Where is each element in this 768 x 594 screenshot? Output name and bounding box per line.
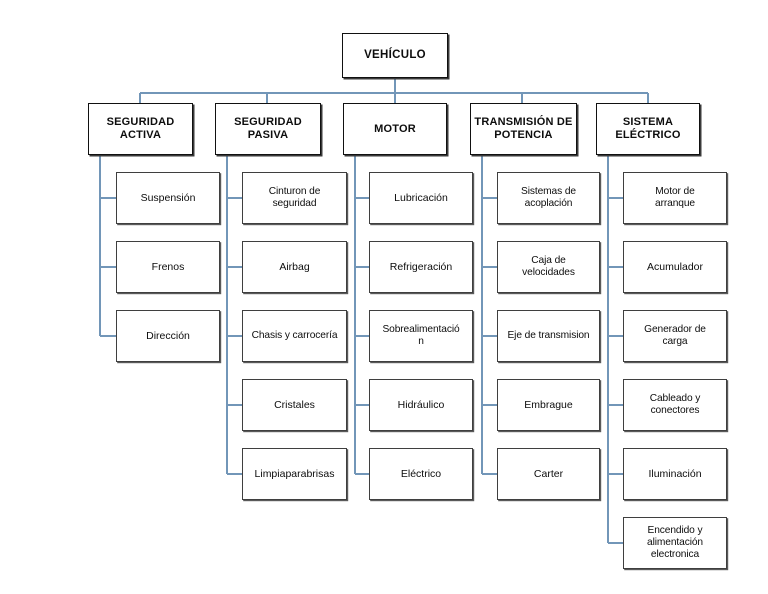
branch-node-transmision-de-potencia[interactable]: TRANSMISIÓN DE POTENCIA: [470, 103, 577, 155]
root-node-vehiculo-label: VEHÍCULO: [364, 48, 426, 61]
branch-node-motor[interactable]: MOTOR: [343, 103, 447, 155]
leaf-node-eje-de-transmision[interactable]: Eje de transmision: [497, 310, 600, 362]
leaf-node-airbag-label: Airbag: [279, 260, 310, 273]
leaf-node-acumulador-label: Acumulador: [646, 260, 704, 273]
leaf-node-cristales[interactable]: Cristales: [242, 379, 347, 431]
leaf-node-sobrealimentacio-n[interactable]: Sobrealimentació n: [369, 310, 473, 362]
leaf-node-encendido-y-alimentacion-electroni[interactable]: Encendido y alimentación electronica: [623, 517, 727, 569]
branch-node-transmision-de-potencia-label: TRANSMISIÓN DE POTENCIA: [474, 116, 573, 141]
leaf-node-electrico[interactable]: Eléctrico: [369, 448, 473, 500]
leaf-node-sistemas-de-acoplacion[interactable]: Sistemas de acoplación: [497, 172, 600, 224]
leaf-node-carter-label: Carter: [533, 467, 564, 480]
branch-node-seguridad-pasiva[interactable]: SEGURIDAD PASIVA: [215, 103, 321, 155]
leaf-node-acumulador[interactable]: Acumulador: [623, 241, 727, 293]
branch-node-seguridad-activa-label: SEGURIDAD ACTIVA: [106, 116, 175, 141]
leaf-node-motor-de-arranque-label: Motor de arranque: [655, 185, 695, 209]
leaf-node-cableado-y-conectores-label: Cableado y conectores: [649, 392, 701, 416]
leaf-node-motor-de-arranque[interactable]: Motor de arranque: [623, 172, 727, 224]
leaf-node-sobrealimentacio-n-label: Sobrealimentació n: [382, 323, 460, 347]
leaf-node-hidraulico[interactable]: Hidráulico: [369, 379, 473, 431]
leaf-node-suspension[interactable]: Suspensión: [116, 172, 220, 224]
leaf-node-iluminacion-label: Iluminación: [648, 467, 702, 480]
leaf-node-generador-de-carga[interactable]: Generador de carga: [623, 310, 727, 362]
leaf-node-direccion[interactable]: Dirección: [116, 310, 220, 362]
branch-node-seguridad-activa[interactable]: SEGURIDAD ACTIVA: [88, 103, 193, 155]
leaf-node-limpiaparabrisas[interactable]: Limpiaparabrisas: [242, 448, 347, 500]
root-node-vehiculo[interactable]: VEHÍCULO: [342, 33, 448, 78]
leaf-node-cristales-label: Cristales: [274, 398, 315, 411]
leaf-node-embrague[interactable]: Embrague: [497, 379, 600, 431]
leaf-node-caja-de-velocidades-label: Caja de velocidades: [522, 254, 575, 278]
leaf-node-iluminacion[interactable]: Iluminación: [623, 448, 727, 500]
leaf-node-chasis-y-carroceria-label: Chasis y carrocería: [251, 329, 338, 341]
leaf-node-frenos-label: Frenos: [151, 260, 185, 273]
leaf-node-chasis-y-carroceria[interactable]: Chasis y carrocería: [242, 310, 347, 362]
leaf-node-lubricacion[interactable]: Lubricación: [369, 172, 473, 224]
branch-node-seguridad-pasiva-label: SEGURIDAD PASIVA: [234, 116, 302, 141]
branch-node-sistema-electrico-label: SISTEMA ELÉCTRICO: [615, 116, 681, 141]
leaf-node-electrico-label: Eléctrico: [400, 467, 442, 480]
leaf-node-refrigeracion-label: Refrigeración: [389, 260, 453, 273]
leaf-node-direccion-label: Dirección: [146, 329, 190, 342]
leaf-node-sistemas-de-acoplacion-label: Sistemas de acoplación: [521, 185, 576, 209]
leaf-node-suspension-label: Suspensión: [140, 191, 196, 204]
leaf-node-encendido-y-alimentacion-electroni-label: Encendido y alimentación electronica: [647, 524, 703, 561]
leaf-node-airbag[interactable]: Airbag: [242, 241, 347, 293]
leaf-node-lubricacion-label: Lubricación: [394, 191, 448, 204]
leaf-node-generador-de-carga-label: Generador de carga: [644, 323, 706, 347]
branch-node-sistema-electrico[interactable]: SISTEMA ELÉCTRICO: [596, 103, 700, 155]
leaf-node-cinturon-de-seguridad[interactable]: Cinturon de seguridad: [242, 172, 347, 224]
leaf-node-eje-de-transmision-label: Eje de transmision: [507, 329, 590, 341]
leaf-node-hidraulico-label: Hidráulico: [397, 398, 445, 411]
leaf-node-refrigeracion[interactable]: Refrigeración: [369, 241, 473, 293]
leaf-node-carter[interactable]: Carter: [497, 448, 600, 500]
leaf-node-limpiaparabrisas-label: Limpiaparabrisas: [254, 467, 335, 480]
branch-node-motor-label: MOTOR: [374, 122, 416, 135]
leaf-node-cinturon-de-seguridad-label: Cinturon de seguridad: [268, 185, 321, 209]
leaf-node-caja-de-velocidades[interactable]: Caja de velocidades: [497, 241, 600, 293]
leaf-node-frenos[interactable]: Frenos: [116, 241, 220, 293]
leaf-node-embrague-label: Embrague: [524, 398, 573, 411]
leaf-node-cableado-y-conectores[interactable]: Cableado y conectores: [623, 379, 727, 431]
